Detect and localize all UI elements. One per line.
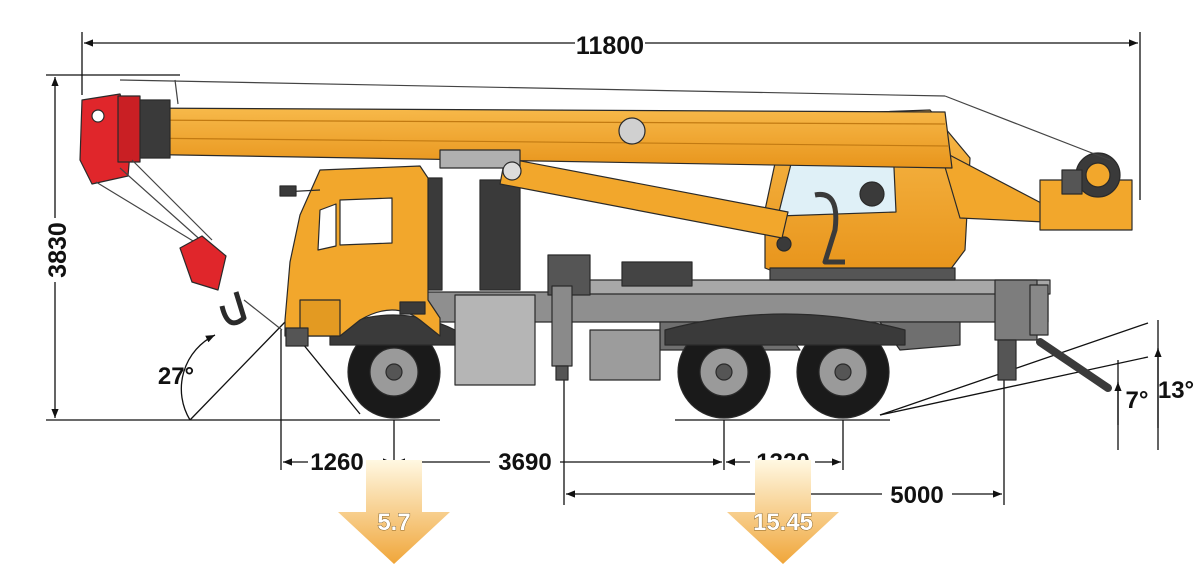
- rear-axle-load-label: 15.45: [753, 509, 813, 536]
- dimension-lines: [46, 32, 1162, 505]
- front-outrigger: [551, 285, 573, 381]
- departure-angle-low-label: 7°: [1126, 387, 1149, 414]
- hook-block: [95, 159, 283, 331]
- wheelbase-label: 3690: [498, 449, 551, 476]
- rear-wheel-1: [677, 325, 771, 419]
- height-label: 3830: [44, 222, 72, 278]
- boom-head: [79, 93, 141, 185]
- front-wheel: [347, 325, 441, 419]
- rear-axle-load-arrow: 15.45: [727, 460, 839, 564]
- rear-outrigger: [994, 279, 1112, 392]
- overall-length-label: 11800: [576, 32, 644, 60]
- front-axle-load-arrow: 5.7: [338, 460, 450, 564]
- truck-cab: [279, 165, 441, 347]
- front-overhang-label: 1260: [310, 449, 363, 476]
- boom: [119, 79, 1111, 169]
- outrigger-distance-label: 5000: [890, 482, 943, 509]
- luffing-cylinder: [439, 149, 789, 239]
- approach-angle-label: 27°: [158, 363, 194, 390]
- departure-angle-high-label: 13°: [1158, 377, 1194, 404]
- truck-crane-illustration: [79, 79, 1133, 419]
- rear-wheel-2: [796, 325, 890, 419]
- front-axle-load-label: 5.7: [377, 509, 410, 536]
